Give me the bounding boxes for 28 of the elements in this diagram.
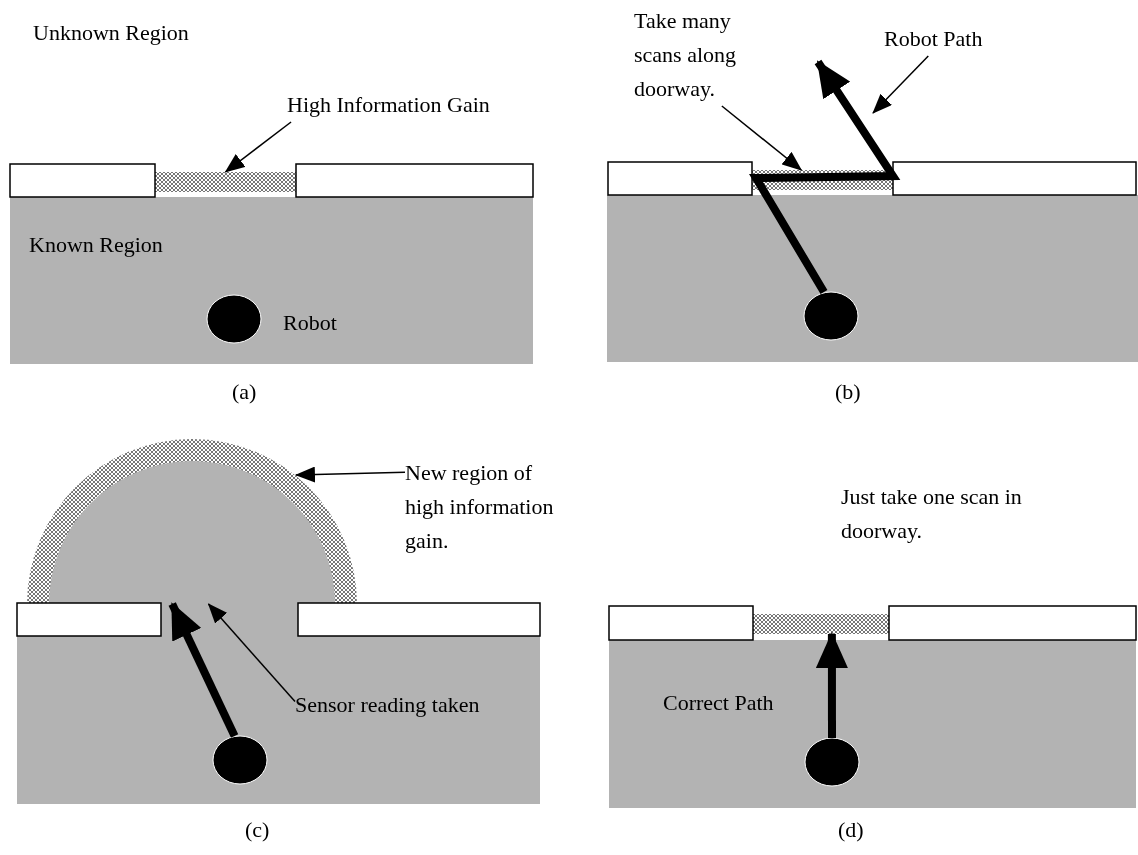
leader-arrow	[294, 466, 406, 483]
robot-disc	[803, 291, 859, 341]
doorway-strip	[155, 172, 296, 192]
hatched-arc-band	[27, 439, 357, 604]
robot-label: Robot	[283, 309, 337, 337]
leader-arrow	[872, 55, 930, 114]
robot-disc	[206, 294, 262, 344]
doorway-strip	[753, 614, 889, 634]
robot-disc	[212, 735, 268, 785]
path-arrow	[749, 59, 901, 295]
callout-text: Just take one scan in doorway.	[841, 480, 1041, 548]
leader-arrow	[224, 121, 292, 173]
callout-text: Robot Path	[884, 22, 983, 56]
panel-caption: (b)	[835, 378, 861, 406]
callout-text: New region of high information gain.	[405, 456, 565, 558]
panel-caption: (d)	[838, 816, 864, 844]
leader-arrow	[721, 105, 803, 171]
robot-disc	[804, 737, 860, 787]
callout-text: Take many scans along doorway.	[634, 4, 756, 106]
path-arrow	[168, 602, 239, 738]
panel-caption: (c)	[245, 816, 270, 844]
region-label: Unknown Region	[33, 19, 189, 47]
path-arrow	[815, 632, 848, 738]
panel-caption: (a)	[232, 378, 257, 406]
callout-text: Sensor reading taken	[295, 688, 480, 722]
leader-arrow	[207, 603, 296, 703]
callout-text: High Information Gain	[287, 88, 490, 122]
region-label: Known Region	[29, 231, 163, 259]
